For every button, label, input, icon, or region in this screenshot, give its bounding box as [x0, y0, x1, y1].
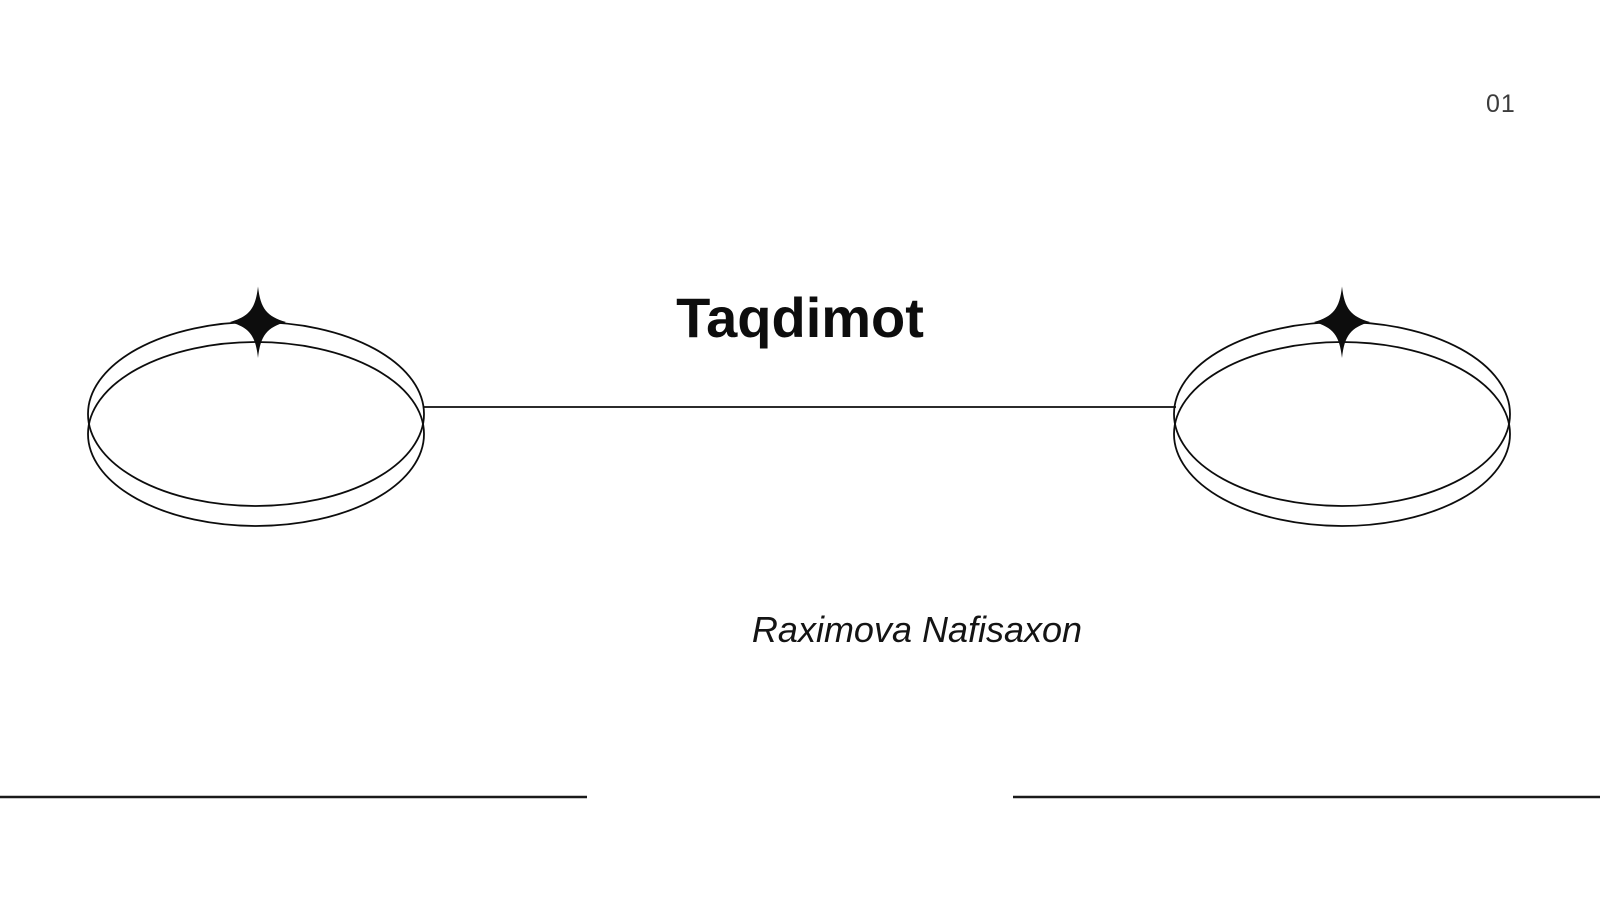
sparkle-icon — [230, 286, 286, 358]
right-orbit-ornament — [1173, 286, 1511, 527]
left-orbit-ornament — [87, 286, 425, 527]
sparkle-icon — [1314, 286, 1370, 358]
left-orbit-ellipse-upper — [87, 321, 425, 507]
slide-subtitle: Raximova Nafisaxon — [751, 609, 1083, 650]
left-orbit-ellipse-lower — [87, 341, 425, 527]
right-orbit-ellipse-lower — [1173, 341, 1511, 527]
slide-title: Taqdimot — [676, 286, 924, 349]
page-number: 01 — [1486, 90, 1516, 118]
